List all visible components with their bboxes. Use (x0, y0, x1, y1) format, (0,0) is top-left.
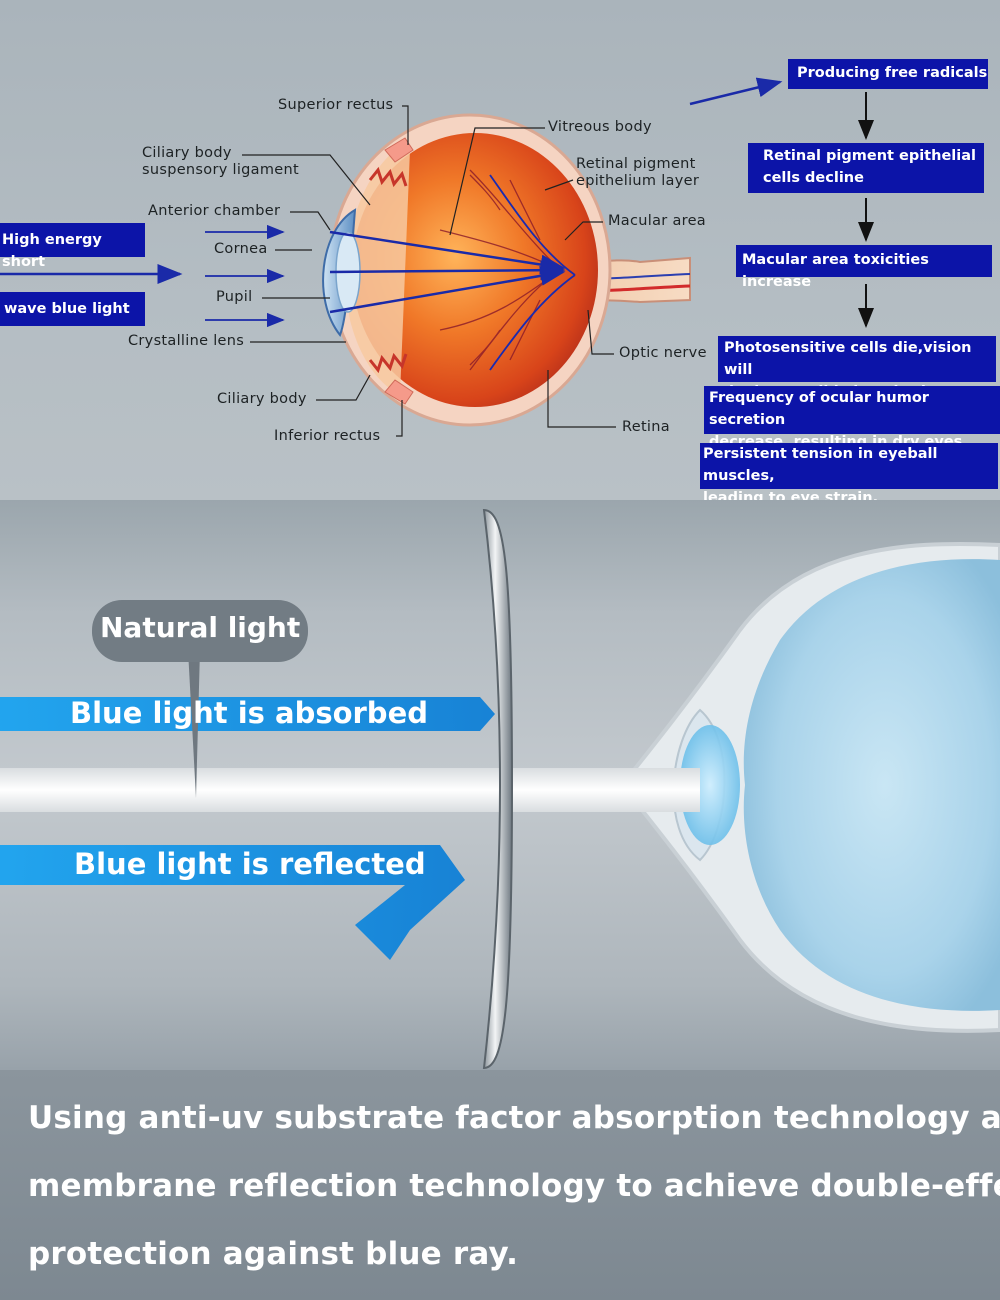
eye-anatomy-section: Superior rectus Ciliary body suspensory … (0, 0, 1000, 506)
reflected-label: Blue light is reflected (74, 847, 426, 881)
eye-anatomy-illustration (0, 77, 874, 437)
footer-line-2: membrane reflection technology to achiev… (28, 1168, 1000, 1204)
label-inferior-rectus: Inferior rectus (274, 428, 381, 444)
effect-box-rpe-decline: Retinal pigment epithelial cells decline (748, 143, 984, 193)
footer-line-1: Using anti-uv substrate factor absorptio… (28, 1100, 1000, 1136)
effect-box-photosensitive-cells: Photosensitive cells die,vision will be … (718, 336, 996, 400)
effect-box-dry-eyes: Frequency of ocular humor secretion decr… (704, 386, 1000, 450)
effect-text: Retinal pigment epithelial (763, 148, 976, 164)
effect-text: Frequency of ocular humor secretion (709, 390, 929, 428)
label-retinal-pigment-2: epithelium layer (576, 173, 700, 189)
effect-box-free-radicals: Producing free radicals (788, 59, 988, 89)
effect-text: Persistent tension in eyeball muscles, (703, 446, 938, 484)
effect-box-macular-toxicities: Macular area toxicities increase (736, 245, 992, 290)
label-cornea: Cornea (214, 241, 268, 257)
footer-section: Using anti-uv substrate factor absorptio… (0, 1070, 1000, 1300)
light-source-box-2: wave blue light (0, 292, 145, 326)
effect-text: Photosensitive cells die,vision will (724, 340, 972, 378)
light-source-box-1: High energy short (0, 223, 145, 270)
label-vitreous-body: Vitreous body (548, 119, 652, 135)
label-ciliary-body: Ciliary body (217, 391, 307, 407)
label-pupil: Pupil (216, 289, 253, 305)
light-source-line-1: High energy short (2, 232, 102, 270)
effect-box-eye-strain: Persistent tension in eyeball muscles, l… (700, 443, 998, 506)
label-macular-area: Macular area (608, 213, 706, 229)
footer-line-3: protection against blue ray. (28, 1236, 519, 1272)
label-anterior-chamber: Anterior chamber (148, 203, 281, 219)
lens-eye-illustration (0, 508, 1000, 1070)
effect-text: Macular area toxicities increase (742, 252, 929, 290)
label-retina: Retina (622, 419, 670, 435)
effect-text: cells decline (763, 170, 864, 186)
absorbed-label: Blue light is absorbed (70, 696, 428, 730)
lens-protection-section: Natural light Blue light is absorbed Blu… (0, 500, 1000, 1070)
label-ciliary-suspensory-1: Ciliary body (142, 145, 232, 161)
light-source-line-2: wave blue light (4, 301, 130, 317)
label-optic-nerve: Optic nerve (619, 345, 707, 361)
effect-text: Producing free radicals (797, 65, 988, 81)
natural-light-label: Natural light (100, 611, 301, 644)
label-superior-rectus: Superior rectus (278, 97, 394, 113)
label-retinal-pigment-1: Retinal pigment (576, 156, 696, 172)
label-ciliary-suspensory-2: suspensory ligament (142, 162, 299, 178)
label-crystalline-lens: Crystalline lens (128, 333, 245, 349)
